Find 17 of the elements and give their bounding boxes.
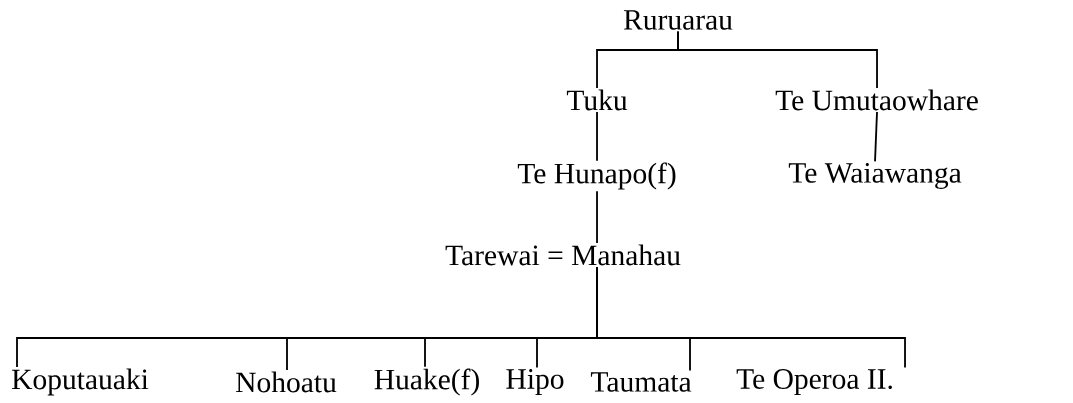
line <box>677 30 878 89</box>
person-name: Taumata <box>590 372 692 392</box>
line <box>596 190 598 244</box>
person-name: Te Umutaowhare <box>775 89 978 111</box>
person-name: Huake(f) <box>374 368 479 396</box>
person-name: Te Operoa II. <box>736 369 892 395</box>
person-name: Koputauaki <box>12 368 149 396</box>
person-name: Nohoatu <box>236 371 337 393</box>
person-name: Tuku <box>566 89 628 111</box>
person-name: Ruruarau <box>623 10 733 30</box>
person-name: Te Waiawanga <box>788 163 962 189</box>
line <box>596 111 598 162</box>
person-name: Tarewai = Manahau <box>445 244 681 266</box>
line <box>596 266 906 369</box>
person-name: Hipo <box>506 369 564 395</box>
person-name: Te Hunapo(f) <box>517 162 676 190</box>
line <box>874 111 878 163</box>
